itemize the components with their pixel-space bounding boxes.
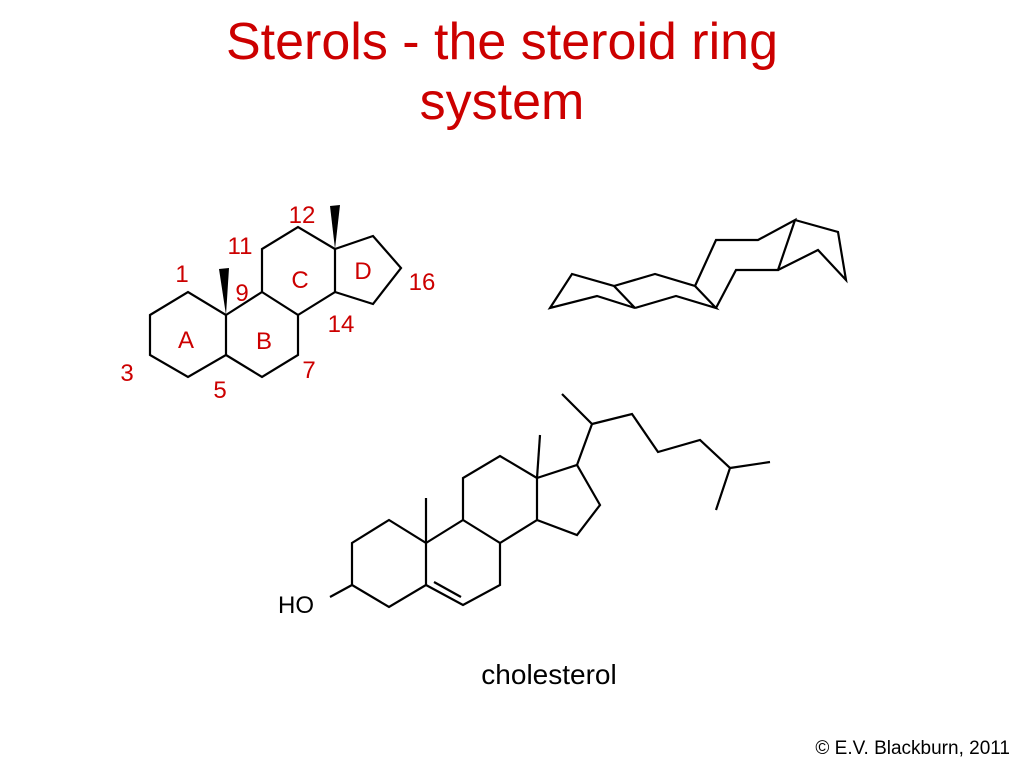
cholesterol-methyl-c13 [535,434,542,479]
slide-title: Sterols - the steroid ring system [0,12,1004,132]
steroid-chair-conformation [547,217,848,311]
position-label-9: 9 [235,280,248,307]
cholesterol-side-chain [561,393,771,511]
position-label-14: 14 [328,311,355,338]
ring-d-bonds [334,234,403,306]
ring-label-d: D [354,258,371,285]
methyl-wedge-c10 [219,268,229,315]
cholesterol-ring-c-bonds [461,454,539,544]
cholesterol-ring-a-bonds [350,518,428,609]
chair-ring-a-bonds [547,272,636,310]
ring-c-bonds [260,225,337,316]
methyl-wedge-c13 [330,205,340,249]
position-label-7: 7 [302,357,315,384]
cholesterol-ring-d-bonds [536,463,602,537]
ring-label-c: C [291,267,308,294]
cholesterol-ring-b-bonds [425,518,502,607]
ring-label-a: A [178,327,194,354]
ring-label-b: B [256,328,272,355]
chair-ring-b-bonds [613,272,720,311]
copyright-notice: © E.V. Blackburn, 2011 [815,738,1010,759]
position-label-1: 1 [175,261,188,288]
hydroxyl-label: HO [278,592,314,619]
chair-ring-c-bonds [693,217,797,309]
title-line-1: Sterols - the steroid ring [225,13,779,71]
position-label-5: 5 [213,377,226,404]
position-label-12: 12 [289,202,316,229]
chair-ring-d-bonds [777,218,848,284]
position-label-11: 11 [228,233,253,260]
cholesterol-hydroxyl-bond [329,584,353,598]
ring-b-bonds [225,290,300,379]
cholesterol-structure: HO cholesterol [278,393,771,690]
cholesterol-double-bond [433,581,462,598]
position-label-3: 3 [120,360,133,387]
title-line-2: system [419,73,585,131]
steroid-skeleton-numbered: A B C D 1 3 5 7 9 11 12 14 16 [120,202,435,404]
position-label-16: 16 [409,269,436,296]
cholesterol-caption: cholesterol [481,659,616,690]
